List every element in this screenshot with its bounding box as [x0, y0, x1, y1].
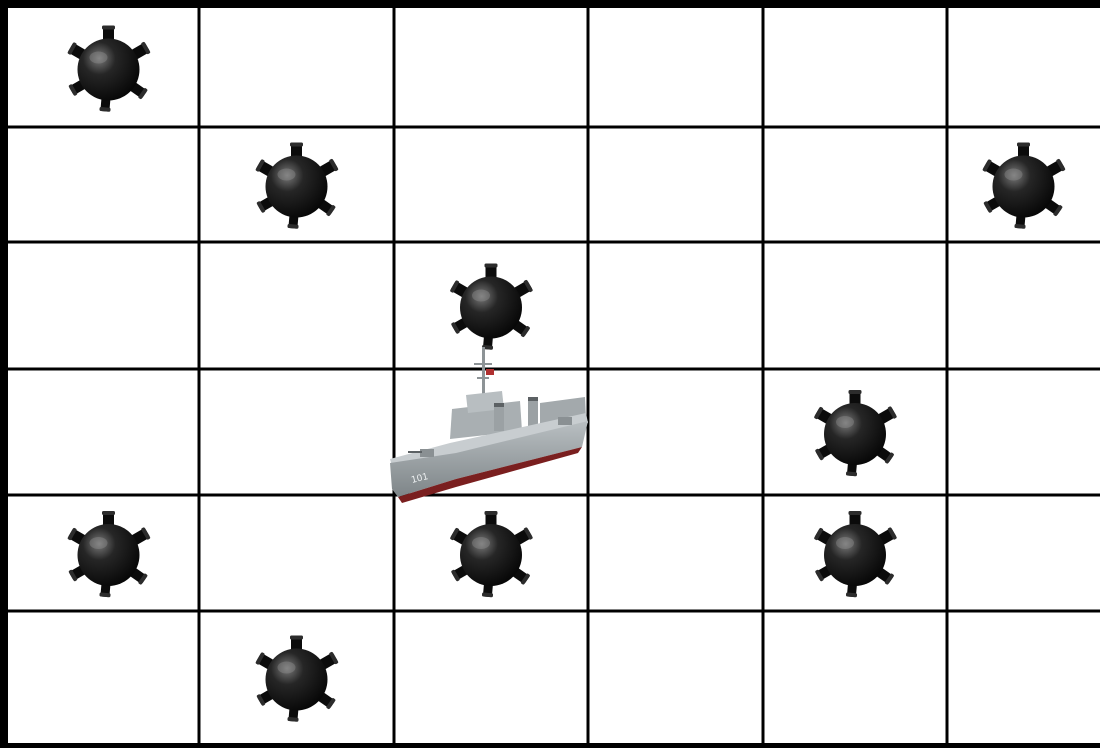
grid-line-horizontal: [0, 610, 1100, 613]
board-cell-r1-c4[interactable]: [763, 127, 947, 242]
board-cell-r1-c0[interactable]: [6, 127, 199, 242]
board-cell-r5-c3[interactable]: [588, 611, 763, 744]
grid-line-vertical: [587, 0, 590, 748]
board-cell-r4-c3[interactable]: [588, 495, 763, 611]
grid-line-horizontal: [0, 241, 1100, 244]
board-cell-r2-c5[interactable]: [947, 242, 1100, 369]
board-cell-r3-c5[interactable]: [947, 369, 1100, 495]
grid-line-vertical: [198, 0, 201, 748]
board-cell-r2-c4[interactable]: [763, 242, 947, 369]
board-cell-r2-c0[interactable]: [6, 242, 199, 369]
board-cell-r2-c3[interactable]: [588, 242, 763, 369]
board-cell-r0-c1[interactable]: [199, 8, 394, 127]
board-cell-r3-c1[interactable]: [199, 369, 394, 495]
grid-line-vertical: [946, 0, 949, 748]
board-cell-r2-c1[interactable]: [199, 242, 394, 369]
board-cell-r0-c4[interactable]: [763, 8, 947, 127]
board-cell-r1-c2[interactable]: [394, 127, 588, 242]
board-cell-r1-c3[interactable]: [588, 127, 763, 242]
grid-line-horizontal: [0, 368, 1100, 371]
board-border-top: [0, 0, 1100, 8]
board-cell-r3-c3[interactable]: [588, 369, 763, 495]
board-cell-r4-c5[interactable]: [947, 495, 1100, 611]
board-cell-r0-c3[interactable]: [588, 8, 763, 127]
board-cell-r0-c2[interactable]: [394, 8, 588, 127]
board-border-left: [0, 0, 8, 748]
board-cells: [6, 8, 1100, 744]
board-border-bottom: [0, 743, 1100, 748]
grid-line-vertical: [393, 0, 396, 748]
board-cell-r4-c1[interactable]: [199, 495, 394, 611]
grid-line-horizontal: [0, 126, 1100, 129]
board-cell-r5-c2[interactable]: [394, 611, 588, 744]
board-cell-r5-c5[interactable]: [947, 611, 1100, 744]
board-cell-r0-c5[interactable]: [947, 8, 1100, 127]
grid-line-horizontal: [0, 494, 1100, 497]
board-cell-r5-c0[interactable]: [6, 611, 199, 744]
grid-line-vertical: [762, 0, 765, 748]
board-cell-r5-c4[interactable]: [763, 611, 947, 744]
board-cell-r3-c0[interactable]: [6, 369, 199, 495]
